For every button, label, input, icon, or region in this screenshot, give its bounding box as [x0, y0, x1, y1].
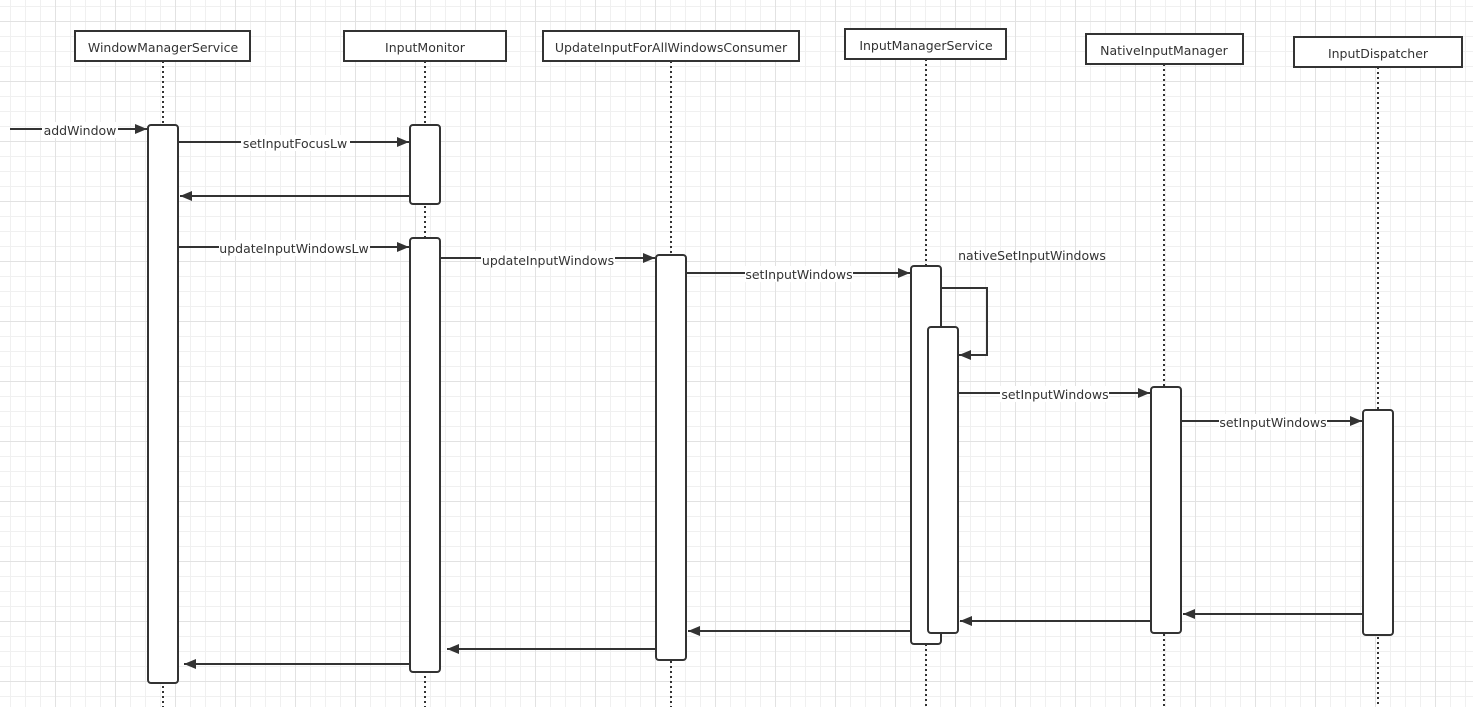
participant-label: WindowManagerService	[88, 40, 239, 55]
activation-id[interactable]	[1362, 409, 1394, 636]
participant-label: InputManagerService	[859, 38, 993, 53]
message-nativesetinputwindows[interactable]	[942, 287, 988, 360]
participant-wms[interactable]	[74, 30, 251, 62]
participant-label: NativeInputManager	[1100, 43, 1228, 58]
message-label: addWindow	[44, 123, 117, 138]
message-label: updateInputWindows	[482, 253, 614, 268]
participant-label: UpdateInputForAllWindowsConsumer	[555, 40, 788, 55]
participant-uifawc[interactable]	[542, 30, 800, 62]
activation-im-2[interactable]	[409, 237, 441, 673]
activation-nim[interactable]	[1150, 386, 1182, 634]
message-label: setInputWindows	[1001, 387, 1108, 402]
participant-label: InputDispatcher	[1328, 46, 1429, 61]
activation-wms[interactable]	[147, 124, 179, 684]
message-label: setInputWindows	[1219, 415, 1326, 430]
participant-im[interactable]	[343, 30, 507, 62]
participant-label: InputMonitor	[385, 40, 466, 55]
participant-nim[interactable]	[1085, 33, 1244, 65]
message-label: nativeSetInputWindows	[958, 248, 1106, 263]
message-label: setInputWindows	[745, 267, 852, 282]
message-label: setInputFocusLw	[243, 136, 347, 151]
activation-uifawc[interactable]	[655, 254, 687, 661]
participant-id[interactable]	[1293, 36, 1463, 68]
activation-im-1[interactable]	[409, 124, 441, 205]
activation-ims-nested[interactable]	[927, 326, 959, 634]
participant-ims[interactable]	[844, 28, 1007, 60]
message-label: updateInputWindowsLw	[219, 241, 368, 256]
